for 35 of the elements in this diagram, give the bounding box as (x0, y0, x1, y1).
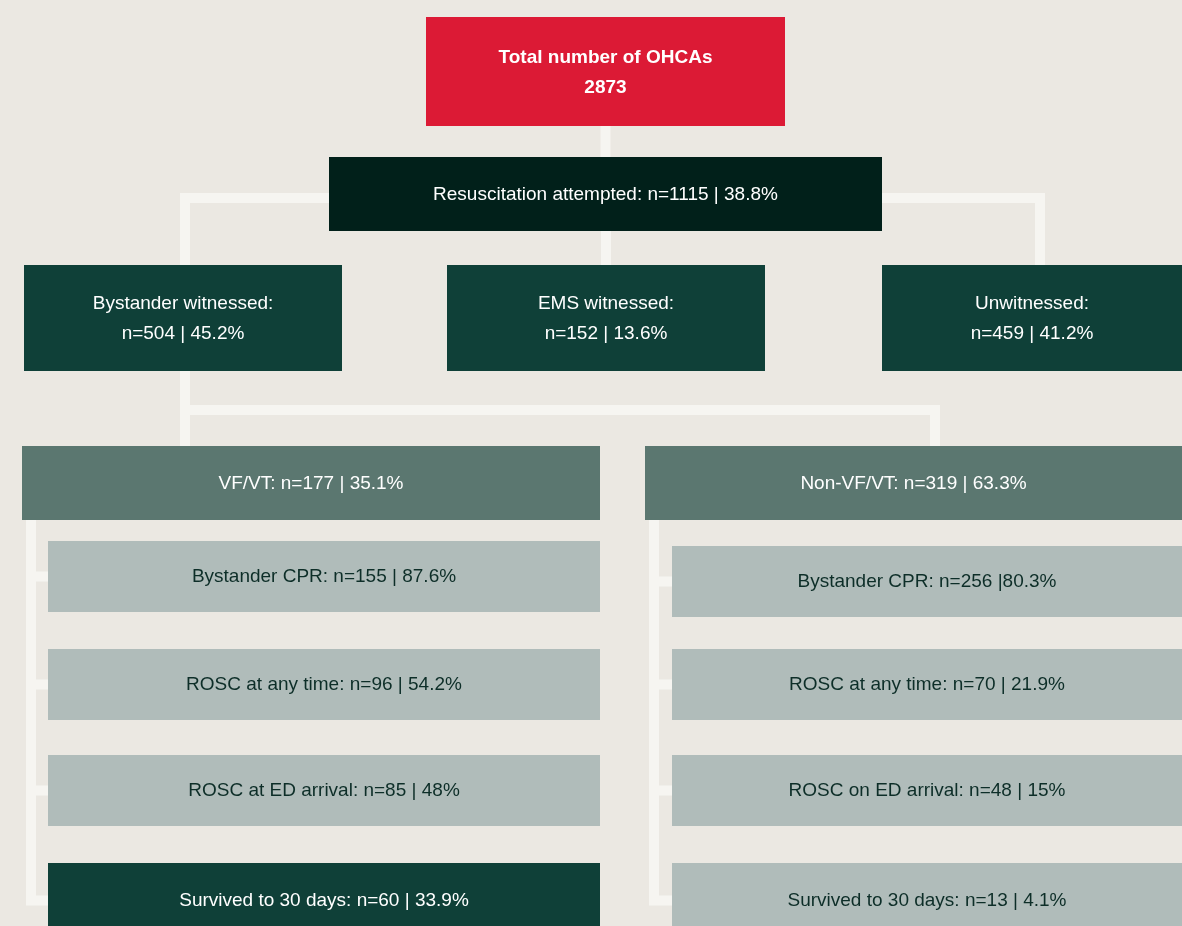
box-text: Unwitnessed: n=459 | 41.2% (969, 290, 1095, 345)
process-box (672, 863, 1182, 926)
box-text: 2873 (584, 74, 627, 99)
box-text: ROSC at any time: n=70 | 21.9% (789, 672, 1065, 697)
process-box (48, 541, 600, 612)
box-text: ROSC at any time: n=96 | 54.2% (186, 672, 462, 697)
process-box (48, 649, 600, 720)
process-box (329, 157, 882, 231)
box-text: Survived to 30 days: n=60 | 33.9% (179, 888, 469, 913)
process-box (48, 755, 600, 826)
connector-line (601, 231, 611, 265)
box-text: Bystander witnessed: n=504 | 45.2% (91, 290, 275, 345)
process-box (447, 265, 765, 371)
process-box (22, 446, 600, 520)
process-box (672, 649, 1182, 720)
process-box (672, 546, 1182, 617)
process-box (48, 863, 600, 926)
box-text: Resuscitation attempted: n=1115 | 38.8% (433, 181, 778, 206)
box-text: Non-VF/VT: n=319 | 63.3% (800, 470, 1027, 495)
process-box (426, 17, 785, 126)
box-text: Bystander CPR: n=256 |80.3% (797, 569, 1057, 594)
connector-line (600, 126, 611, 157)
box-text: ROSC on ED arrival: n=48 | 15% (788, 778, 1066, 803)
box-text: VF/VT: n=177 | 35.1% (218, 470, 404, 495)
process-box (672, 755, 1182, 826)
box-text: Bystander CPR: n=155 | 87.6% (191, 564, 457, 589)
box-text: EMS witnessed: n=152 | 13.6% (536, 290, 676, 345)
process-box (645, 446, 1182, 520)
box-text: ROSC at ED arrival: n=85 | 48% (188, 778, 460, 803)
box-text: Total number of OHCAs (498, 45, 713, 70)
box-text: Survived to 30 days: n=13 | 4.1% (787, 888, 1067, 913)
connector-line (882, 193, 1045, 265)
connector-line (180, 193, 329, 265)
process-box (882, 265, 1182, 371)
process-box (24, 265, 342, 371)
